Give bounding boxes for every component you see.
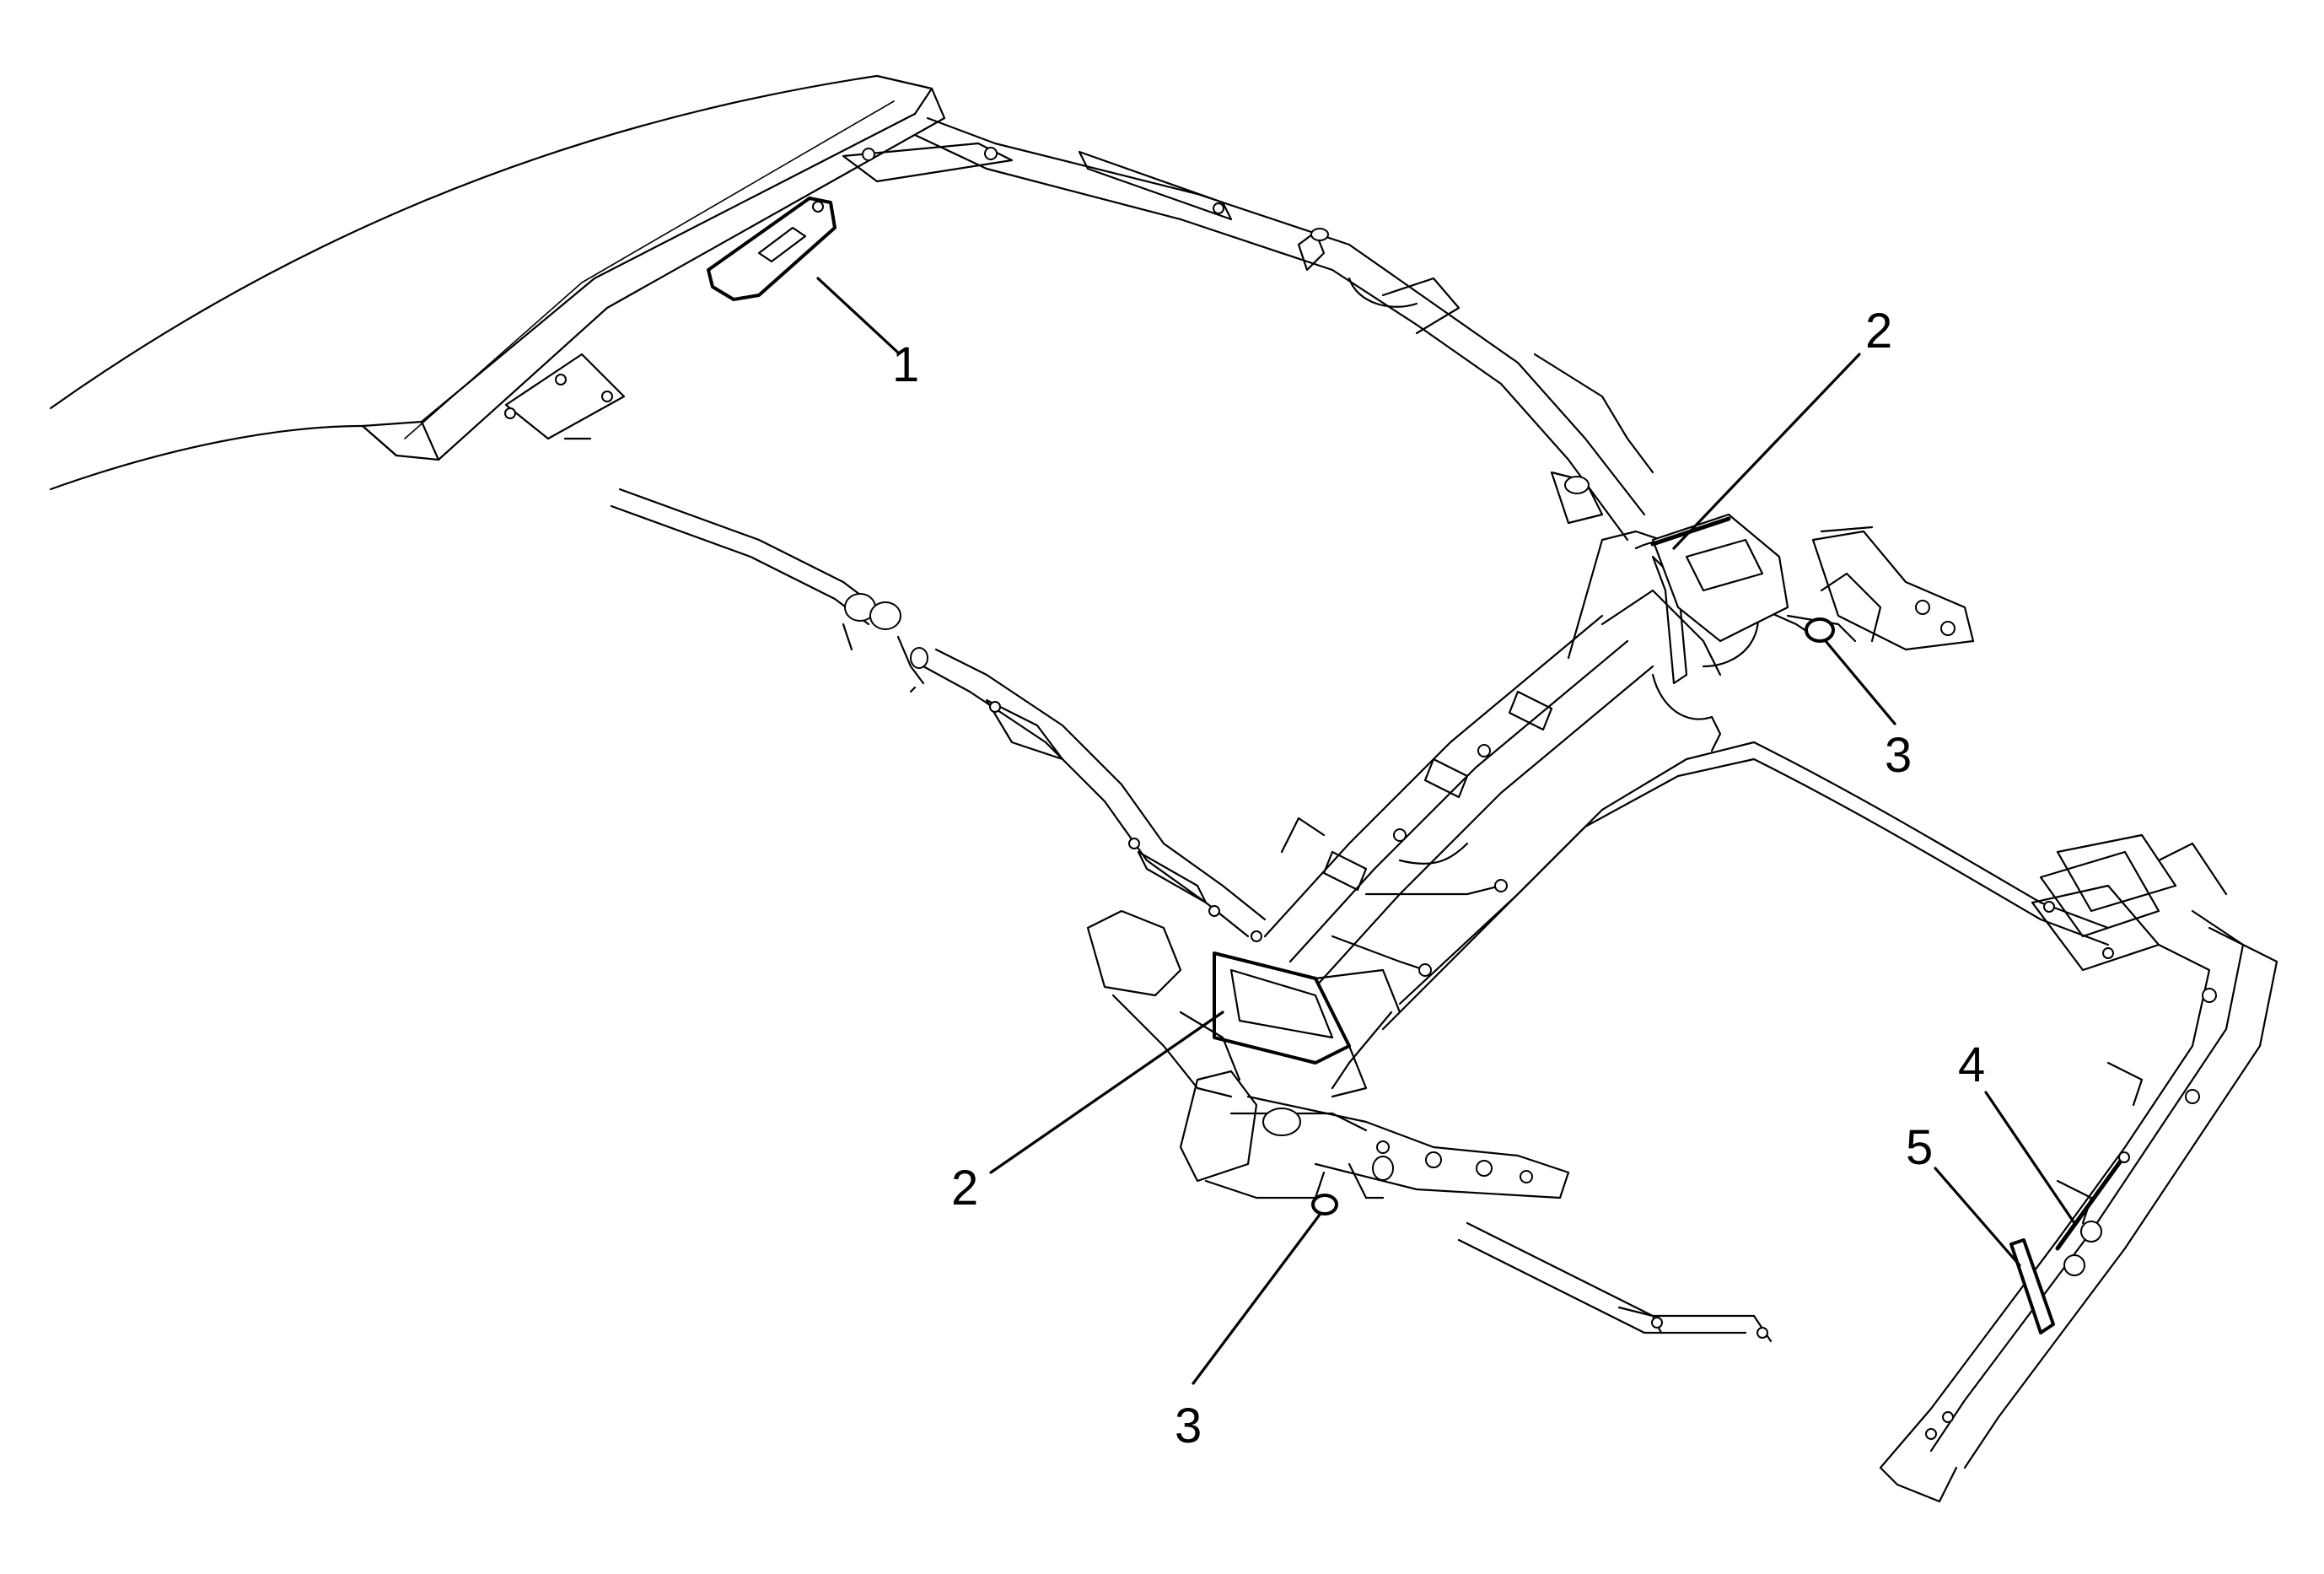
roof-panel (49, 74, 946, 491)
part-2-upper-actuator (1650, 513, 1789, 643)
callout-4: 4 (1958, 1038, 1985, 1092)
leader-4 (1984, 1091, 2076, 1225)
callout-2-upper: 2 (1865, 304, 1892, 358)
rear-tubing (1331, 741, 2110, 1090)
right-rear-module (2031, 833, 2228, 972)
callout-5: 5 (1906, 1120, 1933, 1175)
leader-3-lower (1192, 1213, 1321, 1385)
callout-3-upper: 3 (1885, 728, 1912, 783)
right-lower-rail (1879, 909, 2278, 1503)
callout-2-lower: 2 (951, 1161, 978, 1216)
right-rear-bracket (1811, 526, 1975, 651)
callout-labels: 1 2 2 3 3 4 5 (892, 304, 1985, 1453)
part-4-rod (2055, 1151, 2130, 1251)
left-side-rail (504, 353, 1267, 942)
leader-1 (816, 277, 900, 354)
leader-3-upper (1824, 639, 1896, 725)
leader-lines (816, 277, 2076, 1385)
left-lower-hinge (1179, 1070, 1570, 1216)
lower-linkage-arm (1457, 1221, 1773, 1343)
leader-2-upper (1672, 353, 1861, 550)
part-1-bracket (707, 197, 837, 301)
leader-2-lower (989, 1011, 1224, 1174)
callout-3-lower: 3 (1175, 1399, 1202, 1453)
callout-1: 1 (892, 337, 919, 392)
front-header-rail (842, 116, 1654, 542)
part-2-lower-actuator (1086, 909, 1401, 1098)
leader-5 (1934, 1167, 2021, 1267)
part-5-clip (2009, 1238, 2055, 1334)
part-3-upper-pin (1786, 572, 1882, 643)
